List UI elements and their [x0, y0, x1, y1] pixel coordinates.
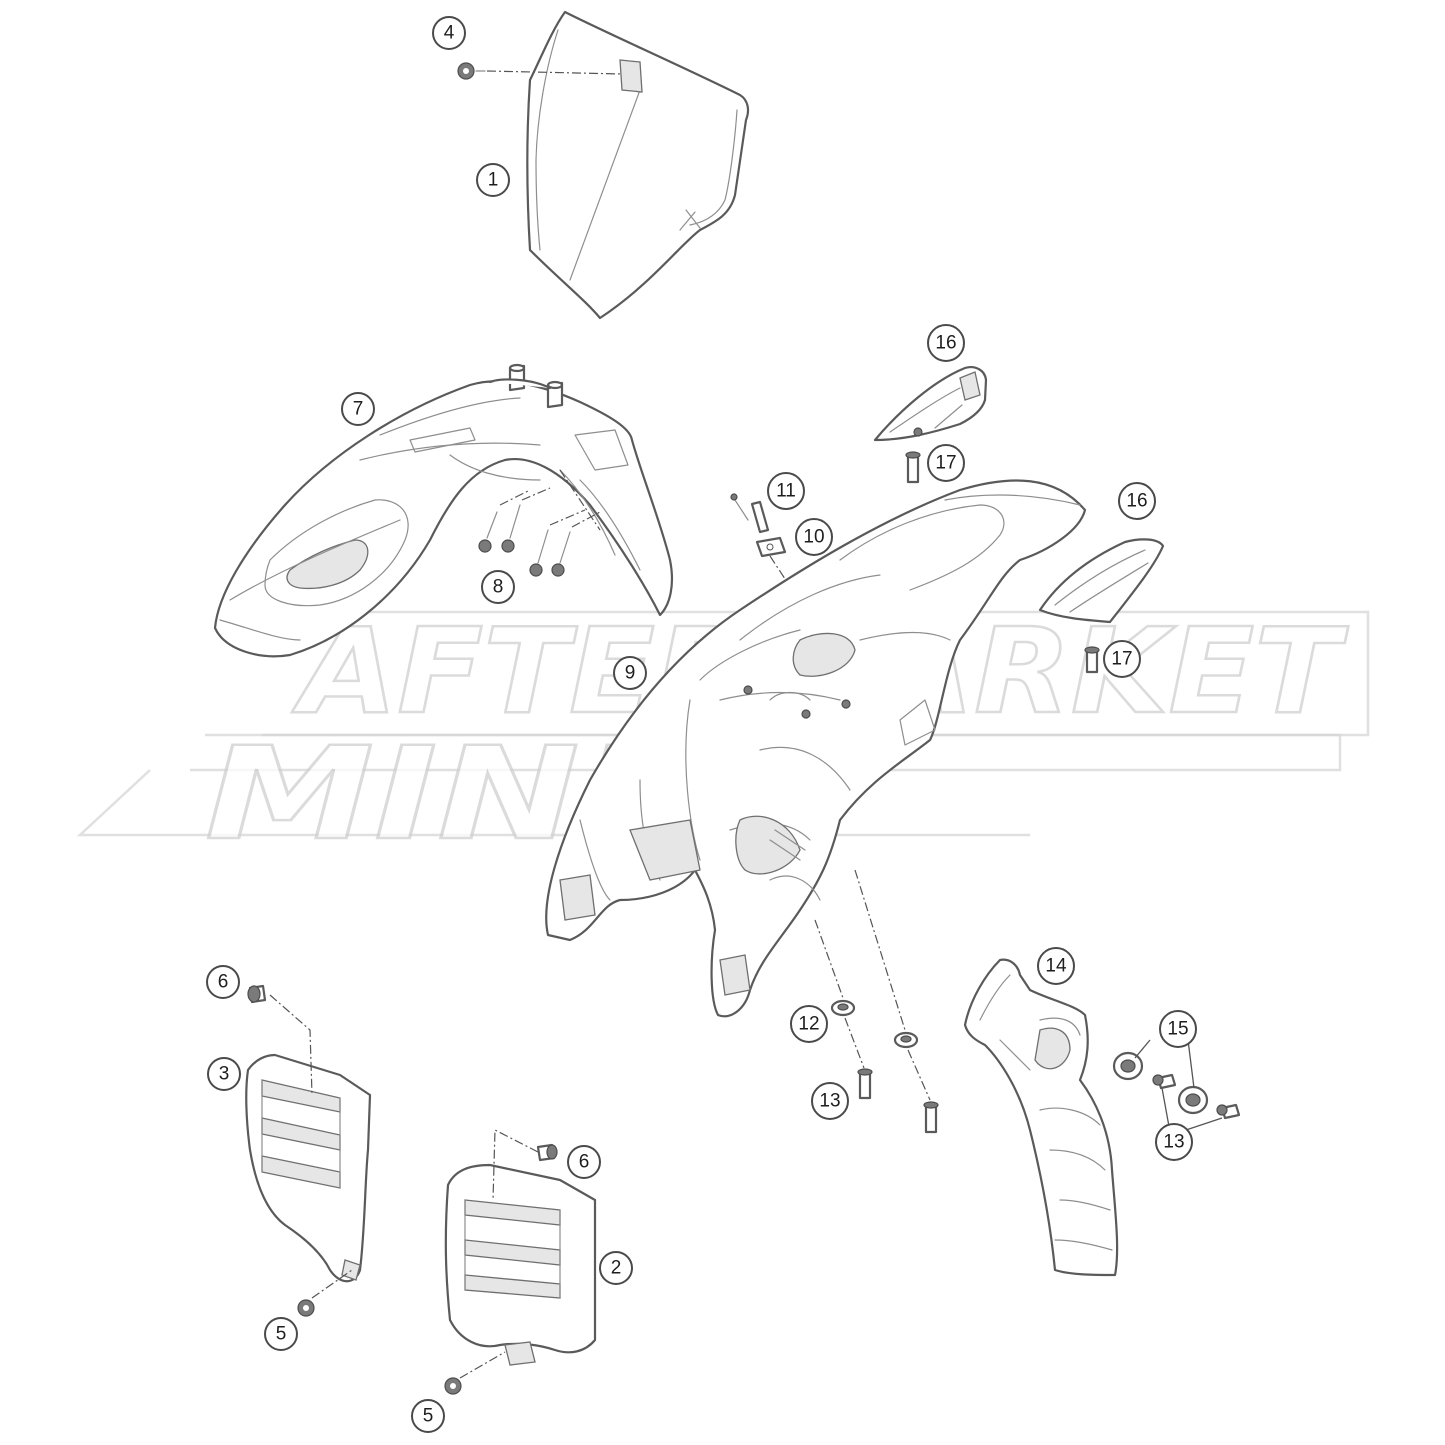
callout-1: 1	[476, 163, 510, 197]
part-radiator-shroud-left	[245, 1053, 372, 1283]
part-grommet-15-a	[1112, 1051, 1144, 1081]
svg-text:12: 12	[798, 1014, 819, 1035]
part-bolt-13-center-a	[857, 1068, 873, 1100]
callout-8: 8	[481, 570, 515, 604]
callout-7: 7	[341, 392, 375, 426]
callout-6-left: 6	[206, 965, 240, 999]
svg-text:13: 13	[819, 1091, 840, 1112]
svg-text:7: 7	[353, 399, 364, 420]
svg-text:17: 17	[935, 453, 956, 474]
svg-text:10: 10	[803, 527, 824, 548]
callout-16-upper: 16	[927, 324, 965, 362]
svg-text:1: 1	[488, 170, 499, 191]
callout-11: 11	[767, 472, 805, 510]
svg-text:8: 8	[493, 577, 504, 598]
callout-5-left: 5	[264, 1317, 298, 1351]
svg-text:4: 4	[444, 23, 455, 44]
part-screw-6-left	[247, 984, 267, 1004]
callout-5-right: 5	[411, 1399, 445, 1433]
svg-text:16: 16	[935, 333, 956, 354]
svg-text:5: 5	[276, 1324, 287, 1345]
leader-12-13-b	[854, 869, 931, 1101]
part-mudguard-14	[963, 958, 1119, 1277]
part-side-cover-lower	[1038, 538, 1165, 624]
callout-14: 14	[1037, 947, 1075, 985]
part-radiator-shroud-right	[444, 1163, 597, 1366]
callout-13-right: 13	[1155, 1123, 1193, 1161]
part-screw-6-right	[536, 1143, 558, 1162]
callout-17-upper: 17	[927, 444, 965, 482]
part-nut-5-left	[297, 1299, 315, 1317]
part-washer-12-a	[830, 999, 856, 1017]
part-front-fender	[213, 363, 674, 658]
part-bolt-11	[730, 493, 770, 534]
part-bracket-10	[755, 536, 787, 558]
callout-12: 12	[790, 1005, 828, 1043]
part-nut-5-right	[444, 1377, 462, 1395]
leader-6-left	[269, 994, 313, 1096]
svg-text:17: 17	[1111, 649, 1132, 670]
svg-text:14: 14	[1045, 956, 1067, 977]
svg-text:3: 3	[219, 1064, 230, 1085]
callout-2: 2	[599, 1251, 633, 1285]
svg-text:2: 2	[611, 1258, 622, 1279]
svg-text:5: 5	[423, 1406, 434, 1427]
svg-text:6: 6	[579, 1152, 590, 1173]
part-screw-17-lower	[1084, 646, 1100, 674]
leader-12-13-a	[814, 919, 865, 1069]
part-screw-4	[457, 62, 486, 80]
callout-16-lower: 16	[1118, 482, 1156, 520]
part-number-plate	[526, 10, 750, 320]
callout-17-lower: 17	[1103, 640, 1141, 678]
callout-4: 4	[432, 16, 466, 50]
callout-10: 10	[795, 518, 833, 556]
leader-4	[486, 70, 623, 75]
svg-text:11: 11	[776, 481, 796, 502]
leader-15	[1134, 1039, 1195, 1089]
callout-3: 3	[207, 1057, 241, 1091]
svg-text:9: 9	[625, 663, 636, 684]
callout-13-center: 13	[811, 1082, 849, 1120]
svg-text:15: 15	[1167, 1019, 1188, 1040]
leader-5-left	[311, 1269, 353, 1299]
part-screw-13-right-b	[1216, 1103, 1241, 1120]
part-side-cover-upper	[873, 366, 988, 442]
part-screws-8	[478, 469, 601, 577]
leader-5-right	[459, 1351, 506, 1379]
callout-6-right: 6	[567, 1145, 601, 1179]
svg-text:13: 13	[1163, 1132, 1184, 1153]
svg-text:16: 16	[1126, 491, 1147, 512]
callout-9: 9	[613, 656, 647, 690]
part-screw-17-upper	[905, 451, 921, 484]
part-rear-fender	[545, 479, 1087, 1018]
callout-15: 15	[1159, 1010, 1197, 1048]
part-grommet-15-b	[1177, 1085, 1209, 1115]
part-screw-13-right-a	[1152, 1073, 1177, 1090]
part-washer-12-b	[893, 1031, 919, 1049]
part-bolt-13-center-b	[923, 1101, 939, 1134]
svg-text:6: 6	[218, 972, 229, 993]
